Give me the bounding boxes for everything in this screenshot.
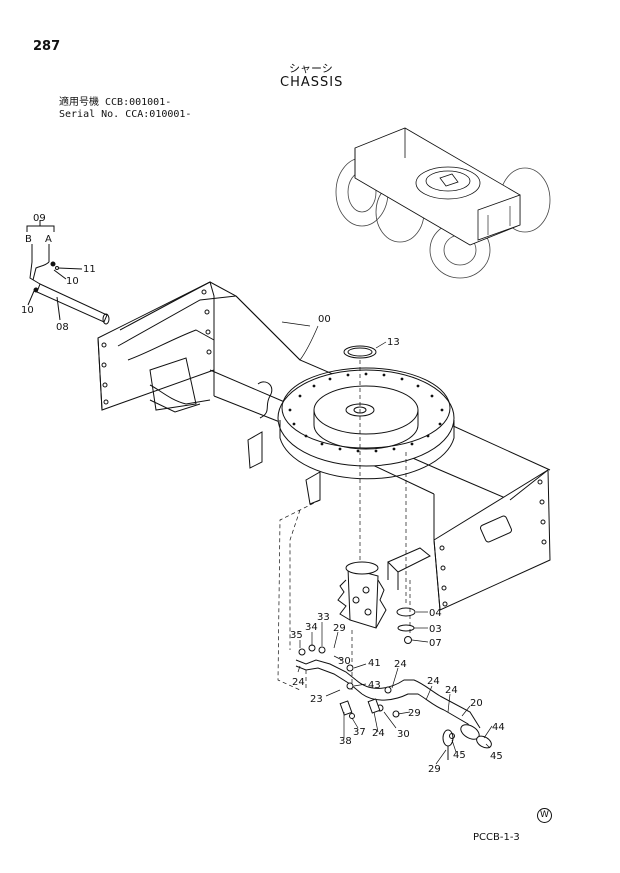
serial-applicability-jp: 適用号機 CCB:001001-: [59, 97, 172, 108]
hydraulic-lines: [295, 644, 492, 760]
callout-00: 00: [318, 314, 331, 325]
leader-lines: [281, 321, 493, 765]
callout-41: 41: [368, 658, 381, 669]
callout-20: 20: [470, 698, 483, 709]
callout-08: 08: [56, 322, 69, 333]
callout-29-a: 29: [333, 623, 346, 634]
callout-09: 09: [33, 213, 46, 224]
callout-45-b: 45: [490, 751, 503, 762]
page-code: PCCB-1-3: [473, 832, 520, 843]
callout-30-a: 30: [338, 656, 351, 667]
callout-03: 03: [429, 624, 442, 635]
page-number: 287: [33, 39, 61, 54]
callout-24-b: 24: [292, 677, 305, 688]
callout-04: 04: [429, 608, 442, 619]
reference-lines: [277, 360, 411, 691]
callout-44: 44: [492, 722, 505, 733]
page-title: CHASSIS: [280, 75, 344, 90]
callout-07: 07: [429, 638, 442, 649]
callout-30-b: 30: [397, 729, 410, 740]
callout-34: 34: [305, 622, 318, 633]
callout-43: 43: [368, 680, 381, 691]
w-mark-icon: W: [537, 808, 552, 823]
callout-38: 38: [339, 736, 352, 747]
title-japanese: シャーシ: [289, 62, 333, 75]
callout-23: 23: [310, 694, 323, 705]
callout-10-a: 10: [66, 276, 79, 287]
callout-35: 35: [290, 630, 303, 641]
callout-10-b: 10: [21, 305, 34, 316]
chassis-frame-00: [97, 281, 551, 611]
callout-b: B: [25, 234, 32, 245]
callout-29-b: 29: [408, 708, 421, 719]
hose-assembly-09: [26, 220, 110, 325]
callout-33: 33: [317, 612, 330, 623]
serial-applicability-en: Serial No. CCA:010001-: [59, 109, 192, 120]
callout-labels: 09 B A 11 10 10 08 00 13 04 03 07 33 34 …: [21, 213, 505, 775]
callout-29-c: 29: [428, 764, 441, 775]
callout-37: 37: [353, 727, 366, 738]
machine-overview-inset-icon: [335, 127, 551, 279]
callout-24-c: 24: [427, 676, 440, 687]
callout-45-a: 45: [453, 750, 466, 761]
callout-24-e: 24: [372, 728, 385, 739]
callout-13: 13: [387, 337, 400, 348]
callout-11: 11: [83, 264, 96, 275]
callout-24-d: 24: [445, 685, 458, 696]
swing-bearing-ring: [277, 345, 455, 480]
center-joint: [337, 547, 431, 644]
callout-24-a: 24: [394, 659, 407, 670]
callout-a: A: [45, 234, 52, 245]
